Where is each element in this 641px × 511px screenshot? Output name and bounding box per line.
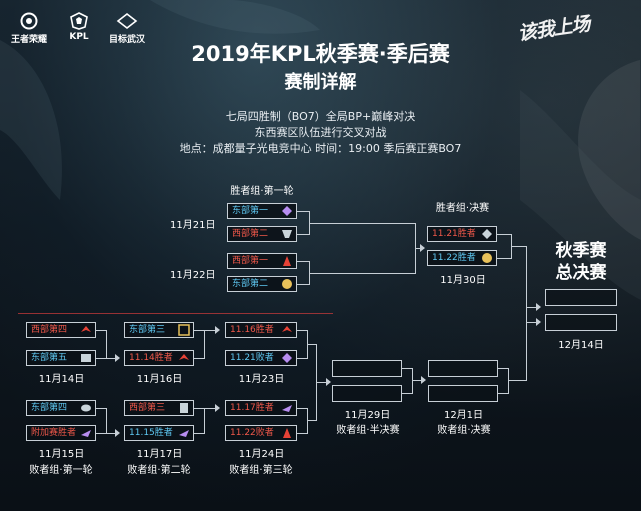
losers-semi-date: 11月29日 [344, 410, 391, 421]
team-playoff-winner: 附加赛胜者 [26, 425, 96, 441]
winners-final-slot-b: 11.22胜者 [427, 250, 497, 266]
team-logo-icon [283, 428, 291, 438]
winners-round1-match1-date: 11月21日 [170, 220, 216, 231]
section-divider [18, 313, 333, 314]
losers-round3-label: 败者组·第三轮 [229, 465, 293, 476]
team-west-2: 西部第二 [227, 226, 297, 242]
losers-round1-label: 败者组·第一轮 [29, 465, 93, 476]
page-title: 2019年KPL秋季赛·季后赛 [191, 42, 450, 66]
info-venue-time: 地点：成都量子光电竞中心 时间：19:00 季后赛正赛BO7 [179, 142, 462, 155]
team-logo-icon [81, 404, 91, 412]
losers-round3-match2-date: 11月24日 [238, 449, 285, 460]
winners-final-date: 11月30日 [440, 275, 486, 286]
losers-r2-slot-1115: 11.15胜者 [124, 425, 194, 441]
losers-r3-slot-1116: 11.16胜者 [225, 322, 297, 338]
losers-round1-match2-date: 11月15日 [38, 449, 85, 460]
team-logo-icon [81, 430, 91, 437]
grand-final-date: 12月14日 [558, 340, 604, 351]
losers-final-label: 败者组·决赛 [437, 425, 491, 436]
team-east-2: 东部第二 [227, 276, 297, 292]
team-east-5: 东部第五 [26, 350, 96, 366]
grand-final-title: 秋季赛 总决赛 [555, 241, 607, 283]
winners-round1-label: 胜者组·第一轮 [230, 186, 294, 197]
losers-semi-slot-a [332, 360, 402, 377]
team-logo-icon [179, 430, 189, 437]
losers-final-date: 12月1日 [443, 410, 484, 421]
target-wuhan-emblem-icon [116, 12, 138, 30]
team-logo-icon [282, 206, 292, 216]
team-logo-icon [282, 405, 292, 412]
losers-semi-slot-b [332, 385, 402, 402]
team-east-3: 东部第三 [124, 322, 194, 338]
team-logo-icon [282, 326, 292, 332]
losers-round2-match1-date: 11月16日 [136, 374, 183, 385]
losers-r3-slot-1122: 11.22败者 [225, 425, 297, 441]
losers-r3-slot-1121: 11.21败者 [225, 350, 297, 366]
losers-final-slot-b [428, 385, 498, 402]
team-west-4: 西部第四 [26, 322, 96, 338]
kpl-emblem-icon [70, 12, 88, 30]
team-west-1: 西部第一 [227, 253, 297, 269]
kpl-logo: KPL [60, 12, 98, 42]
team-logo-icon [482, 253, 492, 263]
losers-round2-label: 败者组·第二轮 [127, 465, 191, 476]
losers-final-slot-a [428, 360, 498, 377]
info-crossover: 东西赛区队伍进行交叉对战 [254, 126, 387, 139]
winners-round1-match2-date: 11月22日 [170, 270, 216, 281]
team-logo-icon [282, 353, 292, 363]
team-logo-icon [282, 279, 292, 289]
team-logo-icon [179, 354, 189, 360]
winners-final-slot-a: 11.21胜者 [427, 226, 497, 242]
info-format: 七局四胜制（BO7）全局BP+巅峰对决 [225, 110, 416, 123]
team-logo-icon [178, 324, 190, 336]
losers-semi-label: 败者组·半决赛 [336, 425, 400, 436]
team-logo-icon [81, 354, 91, 362]
grand-final-slot-b [545, 314, 617, 331]
team-east-1: 东部第一 [227, 203, 297, 219]
losers-round1-match1-date: 11月14日 [38, 374, 85, 385]
team-logo-icon [282, 230, 292, 238]
target-wuhan-logo: 目标武汉 [104, 12, 150, 45]
team-logo-icon [180, 403, 188, 413]
losers-r3-slot-1117: 11.17胜者 [225, 400, 297, 416]
losers-round3-match1-date: 11月23日 [238, 374, 285, 385]
honor-of-kings-emblem-icon [20, 12, 38, 30]
losers-round2-match2-date: 11月17日 [136, 449, 183, 460]
honor-of-kings-logo: 王者荣耀 [6, 12, 52, 45]
team-west-3: 西部第三 [124, 400, 194, 416]
losers-r2-slot-1114: 11.14胜者 [124, 350, 194, 366]
team-east-4: 东部第四 [26, 400, 96, 416]
team-logo-icon [482, 229, 492, 239]
grand-final-slot-a [545, 289, 617, 306]
winners-final-label: 胜者组·决赛 [435, 203, 490, 214]
team-logo-icon [81, 326, 91, 332]
team-logo-icon [283, 256, 291, 266]
page-subtitle: 赛制详解 [284, 72, 357, 93]
